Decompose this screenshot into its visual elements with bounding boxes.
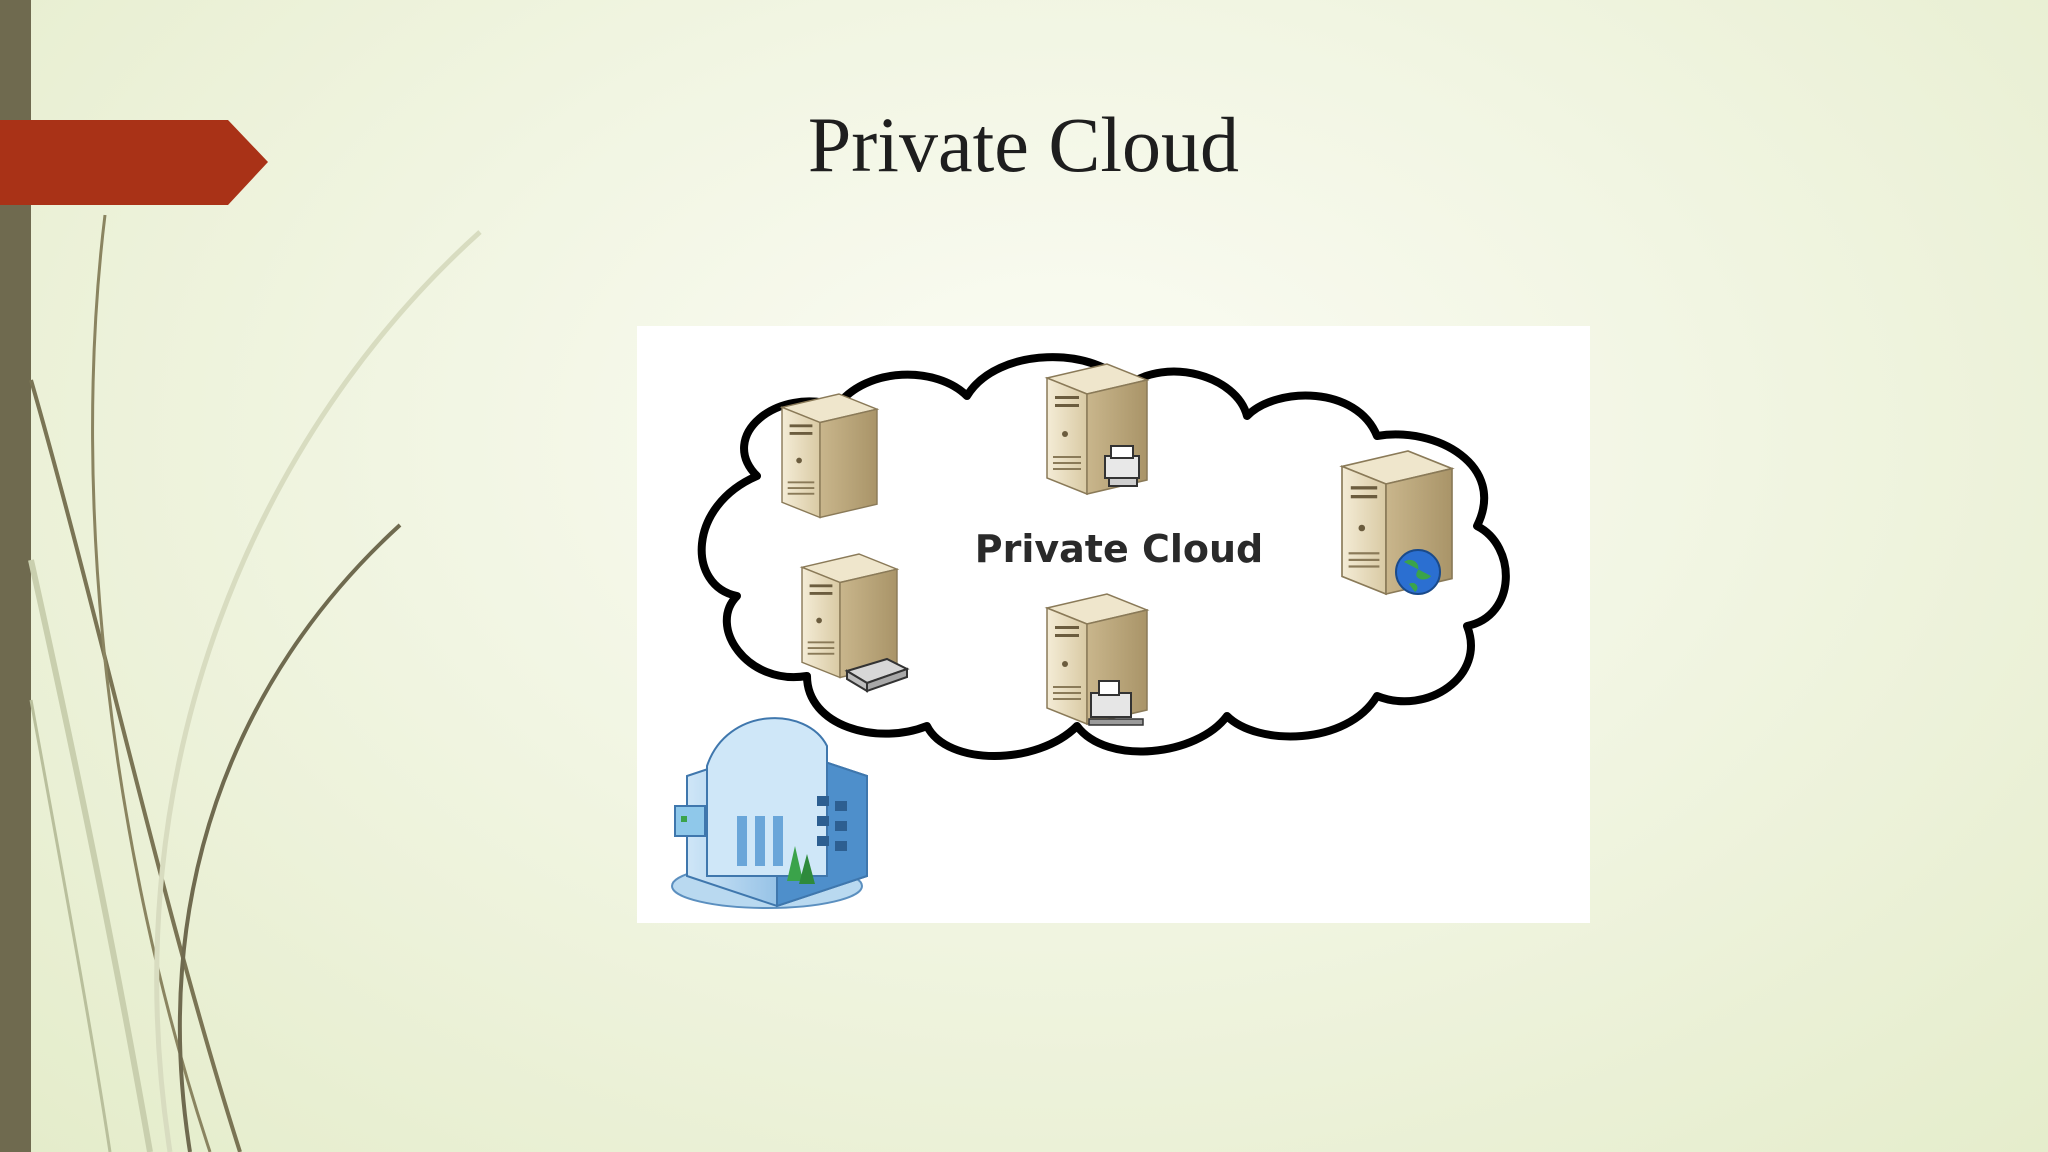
scanner-icon: [844, 657, 910, 693]
building-icon: [671, 717, 868, 909]
title-arrow-tab: [0, 120, 268, 205]
decorative-curves: [28, 214, 482, 1152]
cloud-label: Private Cloud: [975, 527, 1263, 571]
slide-title: Private Cloud: [807, 101, 1240, 188]
server-icon: [801, 553, 898, 679]
server-icon: [781, 393, 878, 519]
cloud-outline: [697, 353, 1510, 760]
private-cloud-diagram: Private Cloud: [637, 326, 1590, 923]
globe-icon: [1395, 549, 1441, 595]
fax-icon: [1088, 680, 1144, 726]
printer-icon: [1104, 445, 1140, 487]
